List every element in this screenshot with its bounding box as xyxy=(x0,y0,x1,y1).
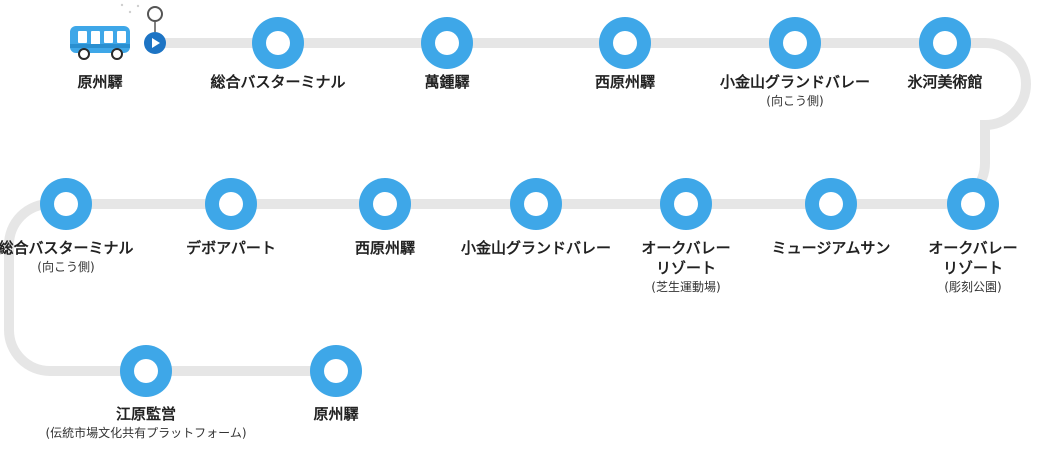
stop-marker[interactable] xyxy=(947,178,999,230)
stop-name: 江原監営 xyxy=(115,405,177,423)
stop-label[interactable]: オークバレーリゾート (芝生運動場) xyxy=(641,238,730,296)
stop-name: 小金山グランドバレー xyxy=(719,73,871,91)
bus-icon xyxy=(70,3,140,60)
stop-name: リゾート xyxy=(655,259,717,277)
stop-marker[interactable] xyxy=(510,178,562,230)
stop-center xyxy=(266,31,290,55)
stop-name: 氷河美術館 xyxy=(907,73,983,91)
stop-marker[interactable] xyxy=(310,345,362,397)
stop-center xyxy=(674,192,698,216)
location-marker-icon xyxy=(147,6,163,32)
stop-label[interactable]: 萬鍾驛 xyxy=(424,72,469,92)
current-bus xyxy=(70,3,166,60)
stop-center xyxy=(933,31,957,55)
stop-label[interactable]: 総合バスターミナル (向こう側) xyxy=(0,238,134,276)
stop-label[interactable]: 江原監営 (伝統市場文化共有プラットフォーム) xyxy=(45,404,246,442)
stop-marker[interactable] xyxy=(919,17,971,69)
stop-name: 総合バスターミナル xyxy=(0,239,134,257)
stop-sub-label: (彫刻公園) xyxy=(944,280,1002,294)
stop-center xyxy=(961,192,985,216)
stop-name: 萬鍾驛 xyxy=(424,73,470,91)
stop-name: ミュージアムサン xyxy=(771,239,891,257)
stop-center xyxy=(324,359,348,383)
stop-marker[interactable] xyxy=(769,17,821,69)
stop-marker[interactable] xyxy=(252,17,304,69)
stop-label[interactable]: 総合バスターミナル xyxy=(210,72,345,92)
stop-name: オークバレー xyxy=(641,239,731,257)
stop-marker[interactable] xyxy=(805,178,857,230)
stop-name: 原州驛 xyxy=(77,73,123,91)
stop-sub-label: (芝生運動場) xyxy=(651,280,721,294)
stops-layer xyxy=(40,17,999,397)
stop-center xyxy=(219,192,243,216)
stop-center xyxy=(819,192,843,216)
stop-marker[interactable] xyxy=(120,345,172,397)
stop-name: 原州驛 xyxy=(313,405,359,423)
stop-sub-label: (向こう側) xyxy=(766,94,824,108)
stop-name: オークバレー xyxy=(928,239,1018,257)
stop-label[interactable]: 西原州驛 xyxy=(355,238,415,258)
stop-name: 西原州驛 xyxy=(594,73,656,91)
stop-label[interactable]: 小金山グランドバレー (向こう側) xyxy=(720,72,870,110)
stop-marker[interactable] xyxy=(660,178,712,230)
stop-name: デボアパート xyxy=(186,239,276,257)
stop-label[interactable]: 小金山グランドバレー xyxy=(461,238,611,258)
stop-marker[interactable] xyxy=(205,178,257,230)
stop-sub-label: (向こう側) xyxy=(37,260,95,274)
stop-marker[interactable] xyxy=(421,17,473,69)
stop-marker[interactable] xyxy=(599,17,651,69)
stop-name: 総合バスターミナル xyxy=(210,73,346,91)
stop-name: リゾート xyxy=(942,259,1004,277)
stop-label[interactable]: 西原州驛 xyxy=(595,72,655,92)
stop-marker[interactable] xyxy=(40,178,92,230)
stop-label[interactable]: ミュージアムサン xyxy=(772,238,891,258)
stop-label[interactable]: 氷河美術館 xyxy=(907,72,982,92)
stop-center xyxy=(435,31,459,55)
stop-center xyxy=(54,192,78,216)
stop-label[interactable]: 原州驛 xyxy=(313,404,358,424)
stop-center xyxy=(613,31,637,55)
stop-center xyxy=(783,31,807,55)
stop-label[interactable]: デボアパート xyxy=(186,238,276,258)
stop-center xyxy=(524,192,548,216)
stop-center xyxy=(373,192,397,216)
stop-name: 西原州驛 xyxy=(354,239,416,257)
stop-label[interactable]: オークバレーリゾート (彫刻公園) xyxy=(928,238,1017,296)
stop-marker[interactable] xyxy=(359,178,411,230)
stop-name: 小金山グランドバレー xyxy=(460,239,612,257)
stop-center xyxy=(134,359,158,383)
stop-sub-label: (伝統市場文化共有プラットフォーム) xyxy=(45,426,247,440)
play-icon xyxy=(144,32,166,54)
stop-label[interactable]: 原州驛 xyxy=(77,72,122,92)
